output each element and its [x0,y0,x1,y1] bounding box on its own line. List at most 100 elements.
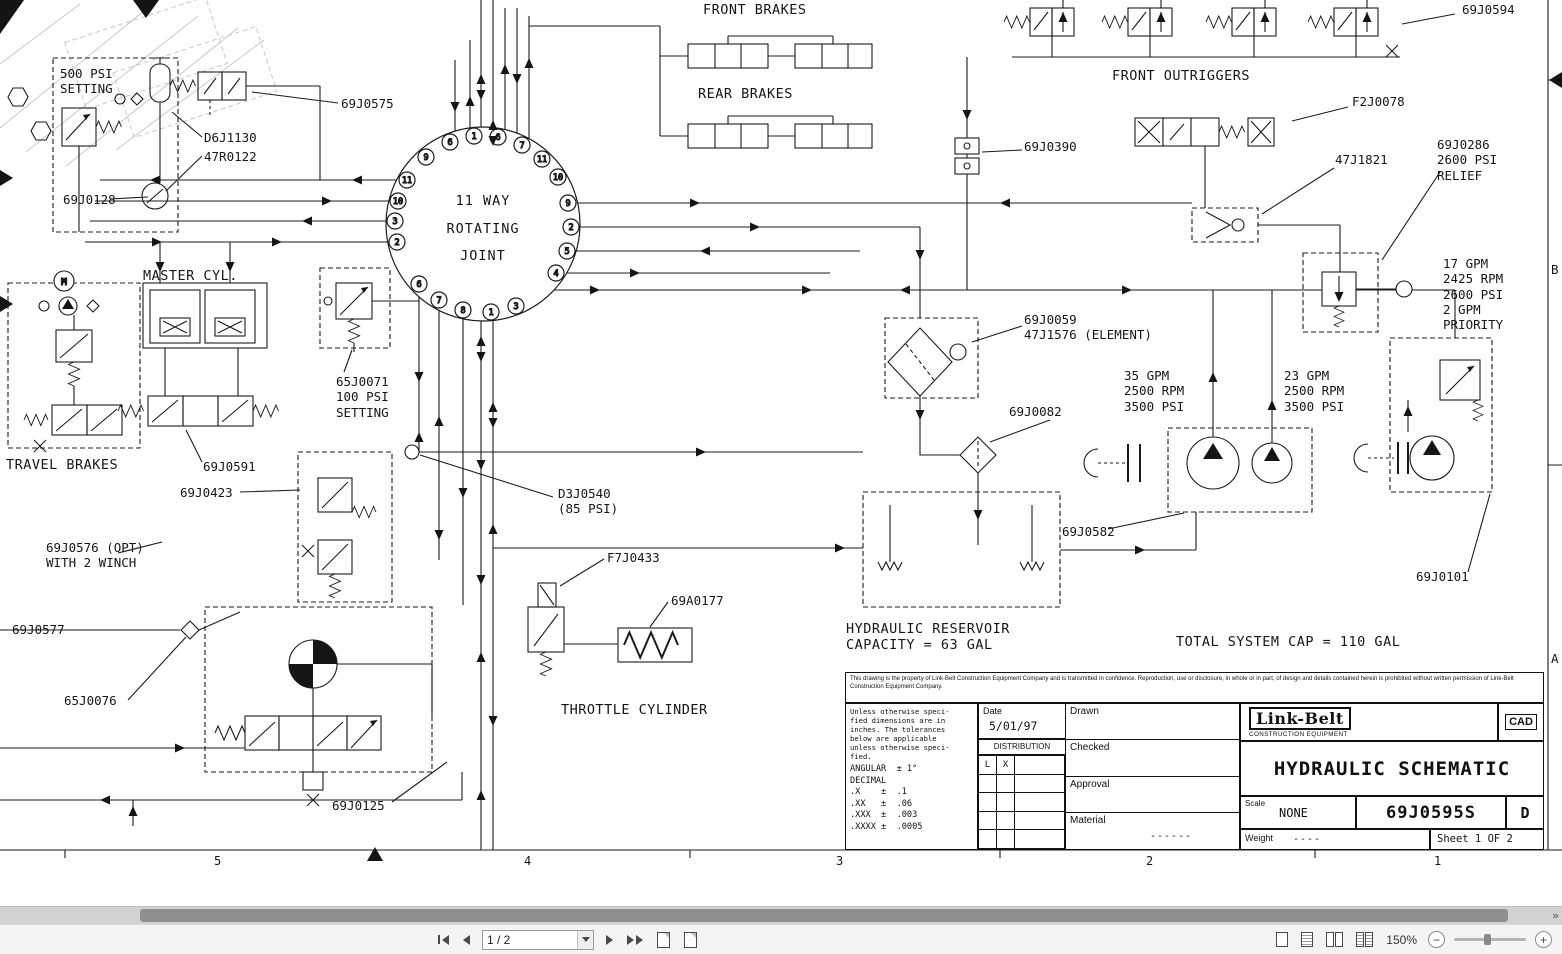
date-cell: Date 5/01/97 [978,703,1066,739]
weight-cell: Weight ---- [1240,829,1430,850]
first-page-triangle-icon [442,934,449,945]
label-rear-brakes: REAR BRAKES [698,86,793,102]
relief-valve-69J0286 [1302,252,1413,333]
single-page-view-button[interactable] [1274,930,1290,949]
tolerance-xxxx: .XXXX ± .0005 [850,821,923,832]
drawing-number: 69J0595S [1356,796,1506,829]
motor-letter: M [61,277,67,288]
distribution-grid-cell [997,811,1015,831]
ref-47J1821: 47J1821 [1335,152,1388,167]
distribution-grid-cell [1015,756,1065,775]
distribution-grid-cell [997,793,1015,812]
joint-port-number: 9 [565,199,570,209]
distribution-cell-l: L [979,756,997,775]
document-page: M [0,0,1562,868]
material-cell: Material ------ [1065,812,1240,850]
ref-D6J1130: D6J1130 [204,130,257,145]
scale-label: Scale [1245,799,1266,808]
joint-port-number: 10 [393,197,403,207]
zoom-in-button[interactable]: + [1535,931,1552,948]
main-pumps [1083,427,1313,513]
ref-65J0071: 65J0071 100 PSI SETTING [336,374,389,420]
continuous-facing-view-button[interactable] [1354,930,1375,949]
distribution-grid-cell [1015,830,1065,849]
drawn-label: Drawn [1070,706,1099,717]
check-valve-47J1821 [1191,207,1259,243]
winch-motor-assembly [180,606,433,807]
zoom-slider-thumb[interactable] [1484,934,1491,945]
label-travel-brakes: TRAVEL BRAKES [6,457,119,473]
joint-port-number: 1 [471,132,476,142]
joint-port-number: 1 [488,308,493,318]
ruler-number: 1 [1434,854,1442,868]
ref-69J0576: 69J0576 (OPT) WITH 2 WINCH [46,540,144,571]
status-bar: 150% − + [0,924,1562,954]
zone-letter-b: B [1551,262,1559,277]
joint-port-number: 7 [436,296,441,306]
scale-value: NONE [1279,806,1308,820]
distribution-cell-x: X [997,756,1015,775]
cad-cell: CAD [1498,703,1544,741]
single-page-icon [1276,932,1289,947]
ruler-number: 4 [524,854,532,868]
valve-F2J0078 [1134,117,1275,147]
distribution-grid-cell [997,830,1015,849]
label-reservoir: HYDRAULIC RESERVOIR CAPACITY = 63 GAL [846,621,1010,654]
tolerance-xx: .XX ± .06 [850,798,913,809]
valve-69J0423 [297,444,420,603]
page-number-dropdown[interactable] [577,930,593,949]
material-value: ------ [1150,831,1193,842]
ref-69J0101: 69J0101 [1416,569,1469,584]
ref-D3J0540: D3J0540 (85 PSI) [558,486,619,517]
ref-69J0390: 69J0390 [1024,139,1077,154]
facing-view-button[interactable] [1324,930,1345,949]
drawing-title: HYDRAULIC SCHEMATIC [1240,741,1544,796]
last-page-button[interactable] [625,933,645,947]
first-page-button[interactable] [436,933,451,947]
distribution-grid-cell [979,830,997,849]
ruler-number: 5 [214,854,222,868]
label-rotating-joint: 11 WAY ROTATING JOINT [446,193,520,265]
next-page-button[interactable] [604,933,615,947]
travel-brakes-assembly: M [7,270,141,453]
distribution-grid-cell [979,774,997,794]
joint-port-number: 6 [416,280,421,290]
label-front-outriggers: FRONT OUTRIGGERS [1112,68,1251,84]
ref-69J0128: 69J0128 [63,192,116,207]
link-belt-logo: Link-Belt [1249,706,1351,730]
previous-view-button[interactable] [655,930,672,950]
ref-F7J0433: F7J0433 [607,550,660,565]
scrollbar-more-icon[interactable]: » [1552,909,1559,922]
label-front-brakes: FRONT BRAKES [703,2,807,18]
distribution-grid-cell [979,811,997,831]
continuous-view-button[interactable] [1299,930,1315,949]
page-number-input[interactable] [483,930,577,949]
material-label: Material [1070,815,1106,826]
drawn-cell: Drawn [1065,703,1240,740]
ref-69J0125: 69J0125 [332,798,385,813]
ruler-number: 2 [1146,854,1154,868]
distribution-header: DISTRIBUTION [978,739,1066,755]
scrollbar-thumb[interactable] [140,909,1508,922]
joint-port-number: 6 [447,138,452,148]
brand-cell: Link-Belt CONSTRUCTION EQUIPMENT [1240,703,1498,741]
next-view-button[interactable] [682,930,699,950]
horizontal-scrollbar[interactable]: » [0,906,1562,925]
zoom-out-button[interactable]: − [1428,931,1445,948]
ref-69J0591: 69J0591 [203,459,256,474]
approval-label: Approval [1070,779,1110,790]
facing-page-icon [1335,932,1344,947]
joint-port-number: 9 [423,153,428,163]
tolerance-decimal: DECIMAL [850,775,887,786]
valve-69J0390 [954,137,980,175]
label-throttle-cylinder: THROTTLE CYLINDER [561,702,708,718]
weight-value: ---- [1293,834,1322,845]
view-controls: 150% − + [1274,925,1552,954]
zoom-slider[interactable] [1454,934,1526,945]
joint-port-number: 5 [564,247,569,257]
joint-port-number: 4 [553,269,558,279]
scale-cell: Scale NONE [1240,796,1356,829]
previous-page-button[interactable] [461,933,472,947]
previous-view-icon [657,931,670,948]
top-left-components [7,57,320,233]
